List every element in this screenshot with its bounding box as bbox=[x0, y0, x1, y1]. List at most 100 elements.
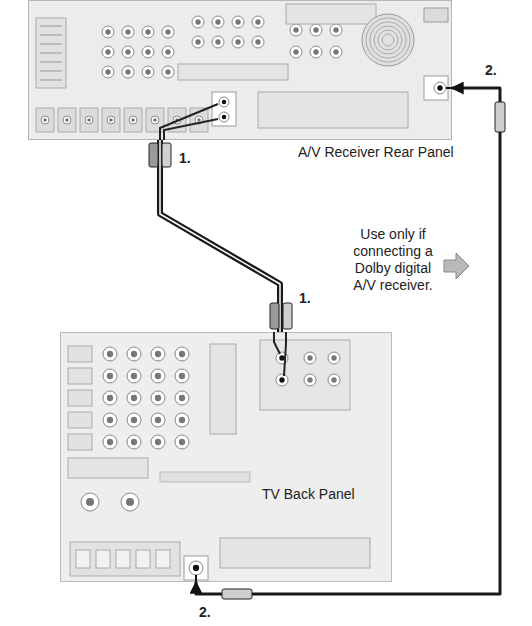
jack-hole bbox=[131, 373, 137, 379]
jack-ring bbox=[151, 347, 165, 361]
jack-ring bbox=[142, 46, 154, 58]
jack-hole bbox=[293, 27, 298, 32]
jack-ring bbox=[151, 369, 165, 383]
jack-ring bbox=[122, 66, 134, 78]
jack-ring bbox=[85, 116, 93, 124]
jack-ring bbox=[127, 391, 141, 405]
rca-plug bbox=[270, 303, 279, 329]
jack-ring bbox=[189, 561, 203, 575]
jack-ring bbox=[122, 46, 134, 58]
jack-hole bbox=[255, 39, 260, 44]
terminal bbox=[40, 44, 62, 45]
terminal bbox=[40, 62, 62, 63]
jack-hole bbox=[107, 439, 113, 445]
info-plate bbox=[286, 4, 376, 24]
jack-group bbox=[36, 108, 54, 132]
terminal bbox=[40, 71, 62, 72]
port bbox=[76, 550, 90, 568]
jack-hole bbox=[195, 19, 200, 24]
jack-ring bbox=[290, 46, 302, 58]
rca-plug bbox=[162, 143, 171, 167]
jack-ring bbox=[219, 97, 229, 107]
jack-hole bbox=[165, 29, 170, 34]
port bbox=[136, 550, 150, 568]
jack-ring bbox=[102, 66, 114, 78]
coax-plug bbox=[495, 102, 505, 132]
jack-hole bbox=[153, 118, 157, 122]
jack-ring bbox=[63, 116, 71, 124]
jack-hole bbox=[222, 100, 227, 105]
jack-hole bbox=[235, 39, 240, 44]
optical-jack bbox=[424, 8, 448, 22]
jack-hole bbox=[293, 49, 298, 54]
jack-hole bbox=[307, 377, 312, 382]
rca-plug bbox=[149, 143, 158, 167]
jack-ring bbox=[192, 16, 204, 28]
jack-hole bbox=[125, 29, 130, 34]
jack-ring bbox=[330, 24, 342, 36]
label-plate bbox=[68, 434, 92, 450]
jack-hole bbox=[155, 395, 161, 401]
jack-hole bbox=[131, 417, 137, 423]
jack-ring bbox=[175, 435, 189, 449]
jack-hole bbox=[155, 373, 161, 379]
audio-jack-box bbox=[212, 92, 236, 126]
label-plate bbox=[68, 412, 92, 428]
jack-hole bbox=[193, 565, 199, 571]
fan-grille bbox=[362, 14, 414, 66]
jack-ring bbox=[127, 347, 141, 361]
info-plate bbox=[258, 92, 408, 128]
jack-hole bbox=[105, 49, 110, 54]
jack-ring bbox=[162, 66, 174, 78]
jack-hole bbox=[43, 118, 47, 122]
jack-ring bbox=[102, 46, 114, 58]
jack-ring bbox=[232, 36, 244, 48]
jack-hole bbox=[107, 395, 113, 401]
jack-ring bbox=[212, 16, 224, 28]
jack-ring bbox=[103, 435, 117, 449]
jack-hole bbox=[222, 115, 227, 120]
jack-ring bbox=[127, 369, 141, 383]
connector-strip bbox=[178, 64, 288, 80]
jack-ring bbox=[151, 413, 165, 427]
receiver-panel: A/V Receiver Rear Panel bbox=[28, 0, 452, 140]
jack-hole bbox=[107, 373, 113, 379]
jack-ring bbox=[103, 369, 117, 383]
output-module bbox=[260, 340, 350, 410]
jack-hole bbox=[126, 498, 134, 506]
antenna-plate bbox=[68, 458, 148, 478]
jack-hole bbox=[179, 351, 185, 357]
jack-hole bbox=[155, 351, 161, 357]
jack-hole bbox=[145, 49, 150, 54]
jack-hole bbox=[197, 118, 201, 122]
panel-illustration bbox=[28, 0, 452, 140]
audio-wire bbox=[284, 332, 286, 376]
audio-cable bbox=[160, 140, 280, 332]
note-text: Use only if connecting a Dolby digital A… bbox=[345, 226, 441, 294]
jack-hole bbox=[307, 355, 312, 360]
jack-ring bbox=[151, 435, 165, 449]
port bbox=[96, 550, 110, 568]
jack-ring bbox=[328, 352, 340, 364]
jack-ring bbox=[103, 391, 117, 405]
jack-hole bbox=[107, 351, 113, 357]
fan-ring bbox=[382, 34, 394, 46]
fan-ring bbox=[366, 18, 410, 62]
panel-heading: A/V Receiver Rear Panel bbox=[296, 144, 456, 161]
panel-details bbox=[36, 4, 452, 140]
jack-hole bbox=[215, 39, 220, 44]
cable-line bbox=[160, 140, 280, 332]
jack-ring bbox=[102, 26, 114, 38]
audio-wire bbox=[160, 104, 218, 140]
jack-hole bbox=[105, 29, 110, 34]
jack-hole bbox=[155, 417, 161, 423]
jack-hole bbox=[131, 439, 137, 445]
panel-outline bbox=[61, 333, 392, 582]
jack-group bbox=[80, 108, 98, 132]
info-plate bbox=[220, 538, 370, 568]
panel-heading: TV Back Panel bbox=[260, 486, 357, 503]
jack-ring bbox=[304, 352, 316, 364]
jack-hole bbox=[333, 49, 338, 54]
jack-ring bbox=[162, 46, 174, 58]
jack-hole bbox=[131, 395, 137, 401]
